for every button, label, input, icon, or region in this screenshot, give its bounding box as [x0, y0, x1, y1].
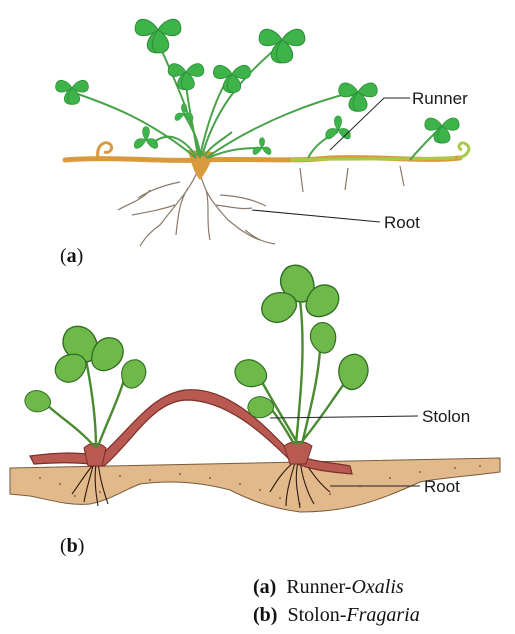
oxalis-leaves [56, 19, 460, 154]
runner-left-curl [98, 143, 112, 158]
legend-species-a: Oxalis [351, 576, 403, 598]
panel-b-fragaria: Stolon Root (b) [10, 262, 500, 557]
root-b-label: Root [424, 477, 460, 496]
root-a-label: Root [384, 213, 420, 232]
legend-name-a: Runner- [286, 576, 351, 598]
legend-species-b: Fragaria [346, 604, 419, 626]
panel-a-oxalis: Runner Root (a) [56, 19, 469, 267]
oxalis-petioles [72, 42, 440, 160]
oxalis-roots [118, 166, 404, 246]
legend-item-a: (a) Runner-Oxalis [253, 576, 404, 599]
legend-item-b: (b) Stolon-Fragaria [253, 604, 420, 627]
runner-label: Runner [412, 89, 468, 108]
panel-b-tag: (b) [60, 535, 84, 557]
root-a-leader-line [252, 210, 380, 222]
legend-name-b: Stolon- [287, 604, 346, 626]
panel-a-tag: (a) [60, 245, 83, 267]
fragaria-stems [48, 300, 344, 448]
runner-leader-line [330, 98, 410, 150]
stolon-leader-line [270, 416, 418, 418]
legend-tag-b: (b) [253, 604, 277, 626]
legend-tag-a: (a) [253, 576, 276, 598]
stolon-label: Stolon [422, 407, 470, 426]
